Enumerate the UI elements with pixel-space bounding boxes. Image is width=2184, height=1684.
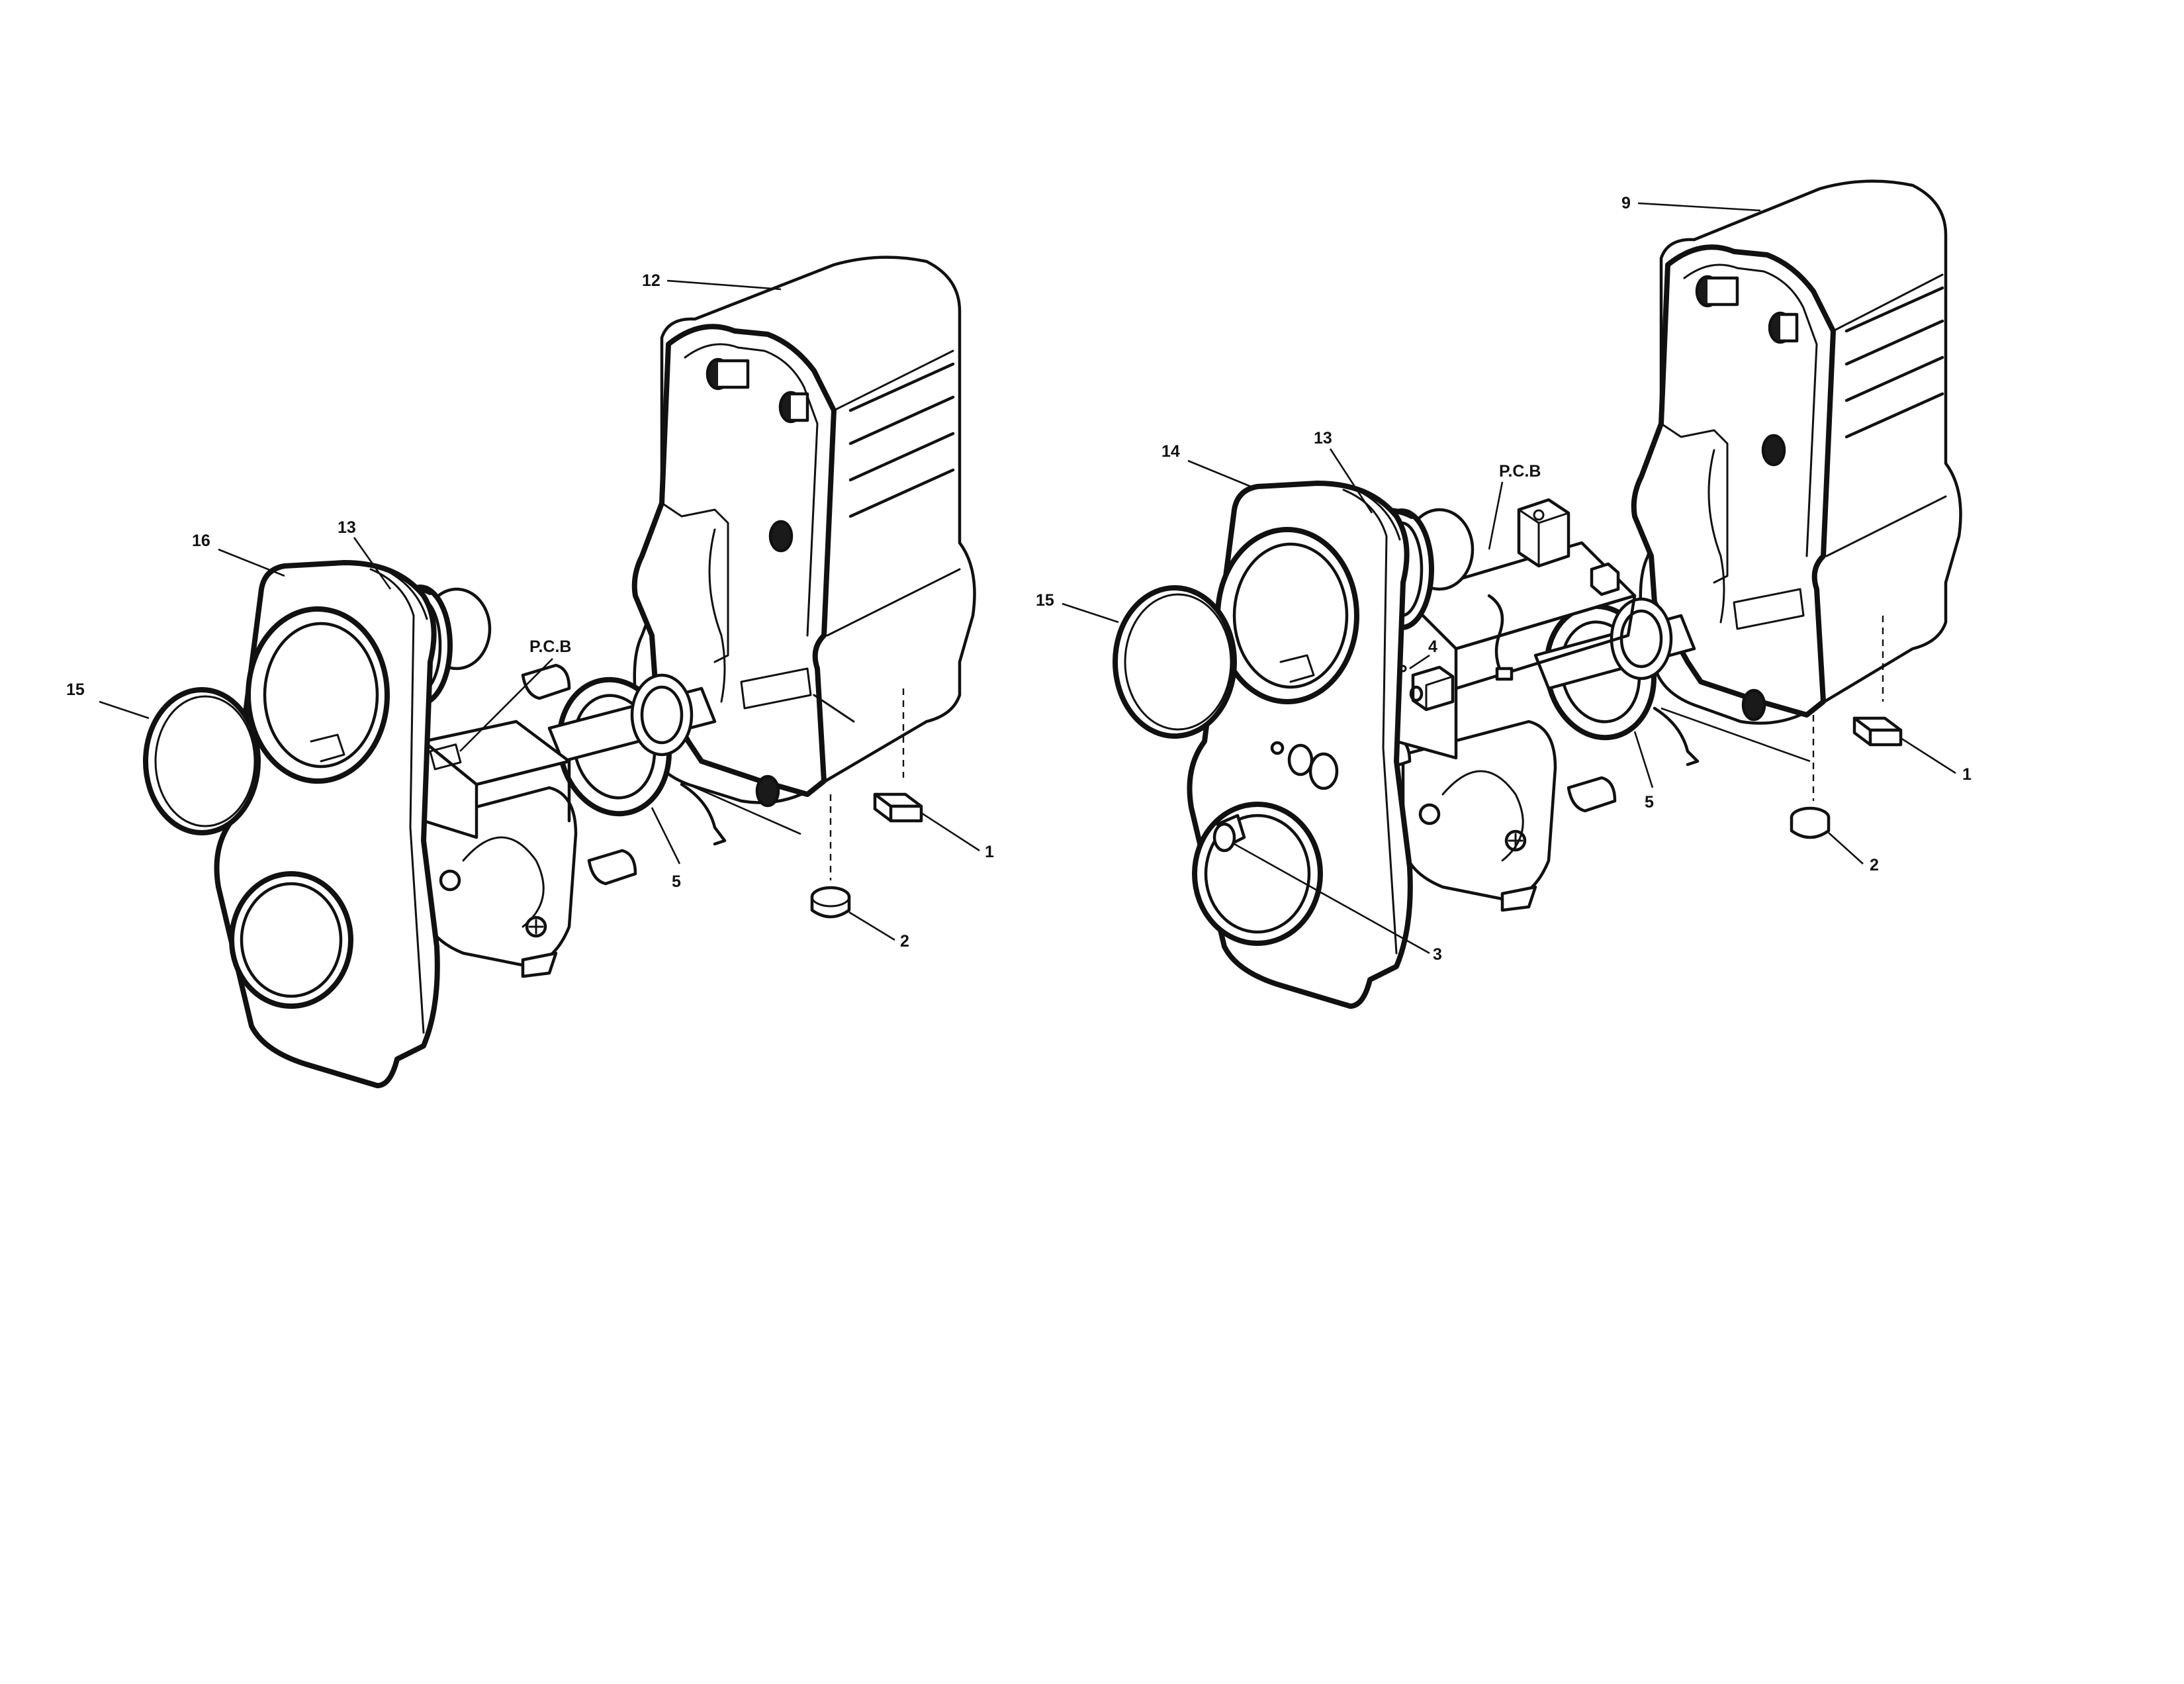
right-callout-3: 3 [1433,945,1442,964]
left-rear-housing [631,256,976,880]
left-front-panel [214,560,440,1088]
left-callout-13: 13 [338,518,356,537]
left-callout-5: 5 [672,872,681,891]
right-pad-part [1852,716,1903,747]
right-front-panel [1187,481,1413,1009]
right-pcb-plate [1394,498,1637,760]
right-callout-15: 15 [1036,591,1054,610]
left-callout-12: 12 [642,271,660,290]
left-callouts: 12 16 13 15 P.C.B 5 1 2 [66,271,994,951]
right-callouts: 9 14 13 15 P.C.B 4 5 1 2 3 [1036,194,1972,964]
right-lens-cover-part [1113,585,1237,739]
right-callout-5: 5 [1645,793,1654,812]
right-callout-1: 1 [1962,765,1972,784]
left-lens-cover-part [143,687,261,835]
left-pcb-plate [422,720,571,839]
right-rear-housing [1631,179,1962,801]
left-callout-2: 2 [900,932,909,951]
left-callout-1: 1 [985,843,994,861]
left-pad-part [873,792,923,823]
left-callout-15: 15 [66,680,85,699]
right-callout-14: 14 [1161,442,1180,461]
left-assembly: 12 16 13 15 P.C.B 5 1 2 [66,256,994,1088]
left-shaft [547,673,717,763]
right-callout-13: 13 [1314,429,1332,447]
right-callout-9: 9 [1621,194,1631,212]
right-callout-2: 2 [1870,856,1879,874]
right-chassis-bracket [1361,720,1617,912]
right-knob-part [1212,814,1246,853]
right-callout-pcb: P.C.B [1499,462,1541,481]
right-foot-part [1790,806,1831,839]
left-callout-16: 16 [192,532,210,550]
left-callout-pcb: P.C.B [529,637,571,656]
right-shaft [1533,597,1696,690]
left-foot-part [810,886,851,919]
right-callout-4: 4 [1428,637,1437,656]
right-assembly: 9 14 13 15 P.C.B 4 5 1 2 3 [1036,179,1972,1009]
